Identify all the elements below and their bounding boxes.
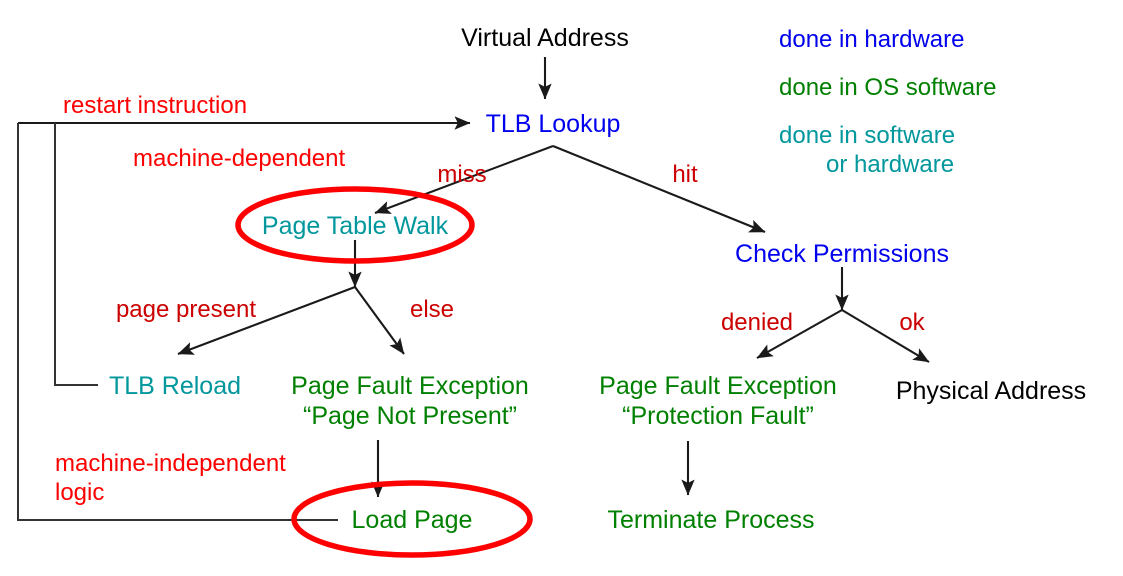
- node-page-fault-not-present-line1: Page Fault Exception: [291, 372, 529, 400]
- legend-item-software-or-hardware-line2: or hardware: [826, 151, 954, 178]
- node-page-fault-protection-line2: “Protection Fault”: [622, 402, 814, 430]
- connector-load-page-feedback: [17, 123, 338, 521]
- feedback-connectors: [17, 123, 338, 521]
- edge-label-page-present: page present: [116, 296, 256, 323]
- edge-label-hit: hit: [672, 161, 698, 188]
- node-tlb-lookup: TLB Lookup: [486, 110, 621, 138]
- highlight-ellipse-load-page: [291, 480, 533, 558]
- legend: done in hardware done in OS software don…: [779, 26, 996, 178]
- node-check-permissions: Check Permissions: [735, 240, 949, 268]
- edge-denied-to-page-fault-protection: [756, 309, 843, 359]
- legend-item-software-or-hardware-line1: done in software: [779, 122, 955, 149]
- edge-page-present-to-tlb-reload: [177, 286, 356, 355]
- node-load-page: Load Page: [352, 506, 473, 534]
- node-terminate-process: Terminate Process: [607, 506, 814, 534]
- legend-item-hardware: done in hardware: [779, 26, 964, 53]
- node-virtual-address: Virtual Address: [461, 24, 629, 52]
- edge-tlb-lookup-miss-to-page-table-walk: [374, 145, 554, 214]
- edge-arrows: [18, 57, 930, 498]
- legend-item-os-software: done in OS software: [779, 74, 996, 101]
- node-tlb-reload: TLB Reload: [109, 372, 241, 400]
- highlight-ellipse-page-table-walk: [235, 186, 475, 264]
- edge-ok-to-physical-address: [841, 309, 930, 363]
- node-physical-address: Physical Address: [896, 377, 1086, 405]
- edge-label-denied: denied: [721, 309, 793, 336]
- edge-tlb-lookup-hit-to-check-permissions: [552, 145, 766, 233]
- annotation-restart-instruction: restart instruction: [63, 92, 247, 119]
- node-page-fault-not-present-line2: “Page Not Present”: [303, 402, 517, 430]
- edge-label-else: else: [410, 296, 454, 323]
- edge-label-ok: ok: [899, 309, 925, 336]
- highlight-ellipses: [235, 186, 533, 558]
- edge-label-miss: miss: [437, 161, 486, 188]
- connector-tlb-reload-feedback: [54, 123, 98, 386]
- edge-else-to-page-fault-not-present: [354, 286, 405, 355]
- annotation-machine-independent-line2: logic: [55, 479, 104, 506]
- node-page-table-walk: Page Table Walk: [262, 212, 449, 240]
- annotation-machine-independent-line1: machine-independent: [55, 450, 286, 477]
- annotation-machine-dependent: machine-dependent: [133, 145, 345, 172]
- node-page-fault-protection-line1: Page Fault Exception: [599, 372, 837, 400]
